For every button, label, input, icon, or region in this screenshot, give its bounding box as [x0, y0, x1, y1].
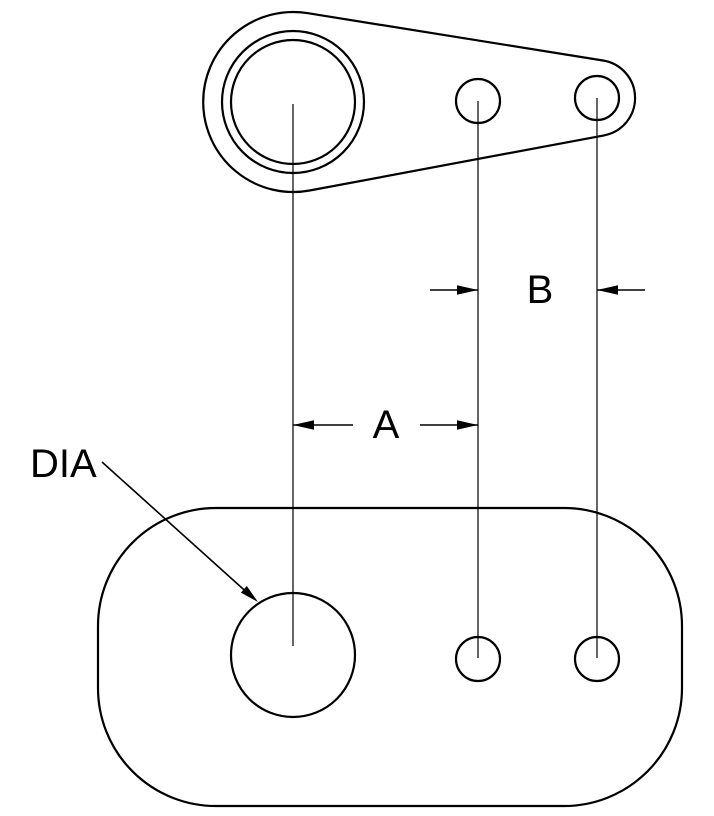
- lever-arm-top-view: [202, 10, 637, 194]
- dia-leader-line: [101, 461, 253, 598]
- dimension-a: A: [293, 403, 478, 447]
- base-plate-outline: [96, 506, 684, 808]
- center-lines: [292, 98, 598, 658]
- lever-arm-outline: [202, 10, 637, 194]
- dia-label: DIA: [30, 442, 97, 486]
- dia-leader-arrowhead: [240, 586, 258, 602]
- dim-a-label: A: [373, 403, 400, 447]
- dim-b-arrowhead-left: [457, 285, 478, 295]
- dim-b-label: B: [527, 268, 554, 312]
- dimension-b: B: [430, 268, 645, 312]
- dim-a-arrowhead-right: [457, 420, 478, 430]
- base-plate-top-view: [96, 506, 684, 808]
- dim-b-arrowhead-right: [597, 285, 618, 295]
- dim-a-arrowhead-left: [293, 420, 314, 430]
- dia-callout: DIA: [30, 442, 258, 602]
